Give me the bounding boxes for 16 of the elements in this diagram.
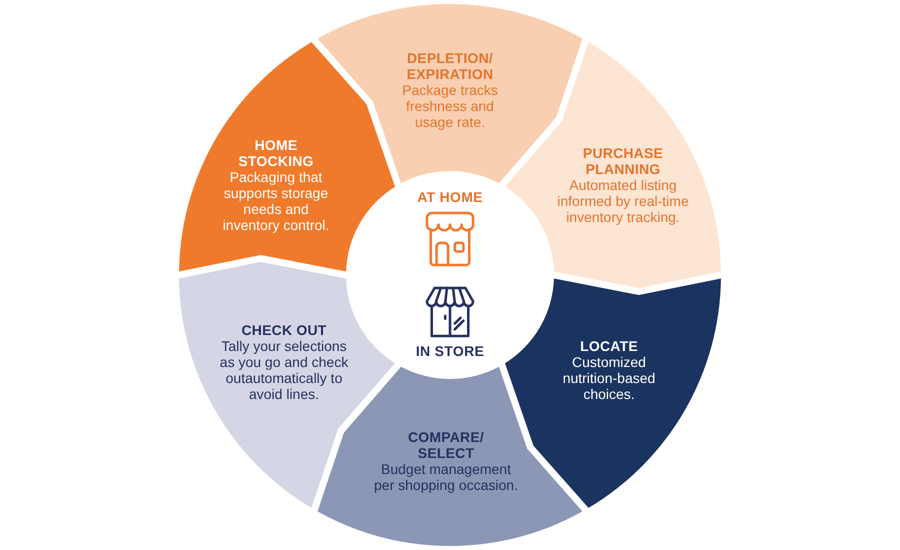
cycle-segment — [179, 42, 395, 272]
stage-description: Packaging that supports storage needs and inventory control. — [222, 169, 330, 233]
stage-title: COMPARE/ SELECT — [406, 429, 485, 461]
stage-title: PURCHASE PLANNING — [582, 145, 664, 177]
stage-description: Tally your selections as you go and check outautomatically to avoid lines. — [218, 338, 350, 402]
stage-description: Package tracks freshness and usage rate. — [401, 82, 499, 130]
stage-title: HOME STOCKING — [237, 137, 315, 169]
stage-title: CHECK OUT — [241, 322, 327, 338]
stage-description: Customized nutrition-based choices. — [562, 354, 656, 402]
stage-title: DEPLETION/ EXPIRATION — [406, 50, 494, 82]
stage-title: LOCATE — [580, 338, 638, 354]
location-label: IN STORE — [416, 343, 484, 359]
stage-description: Budget management per shopping occasion. — [373, 461, 519, 493]
stage-description: Automated listing informed by real-time inventory tracking. — [556, 177, 690, 225]
cycle-segment — [505, 42, 721, 289]
location-label: AT HOME — [417, 189, 483, 205]
